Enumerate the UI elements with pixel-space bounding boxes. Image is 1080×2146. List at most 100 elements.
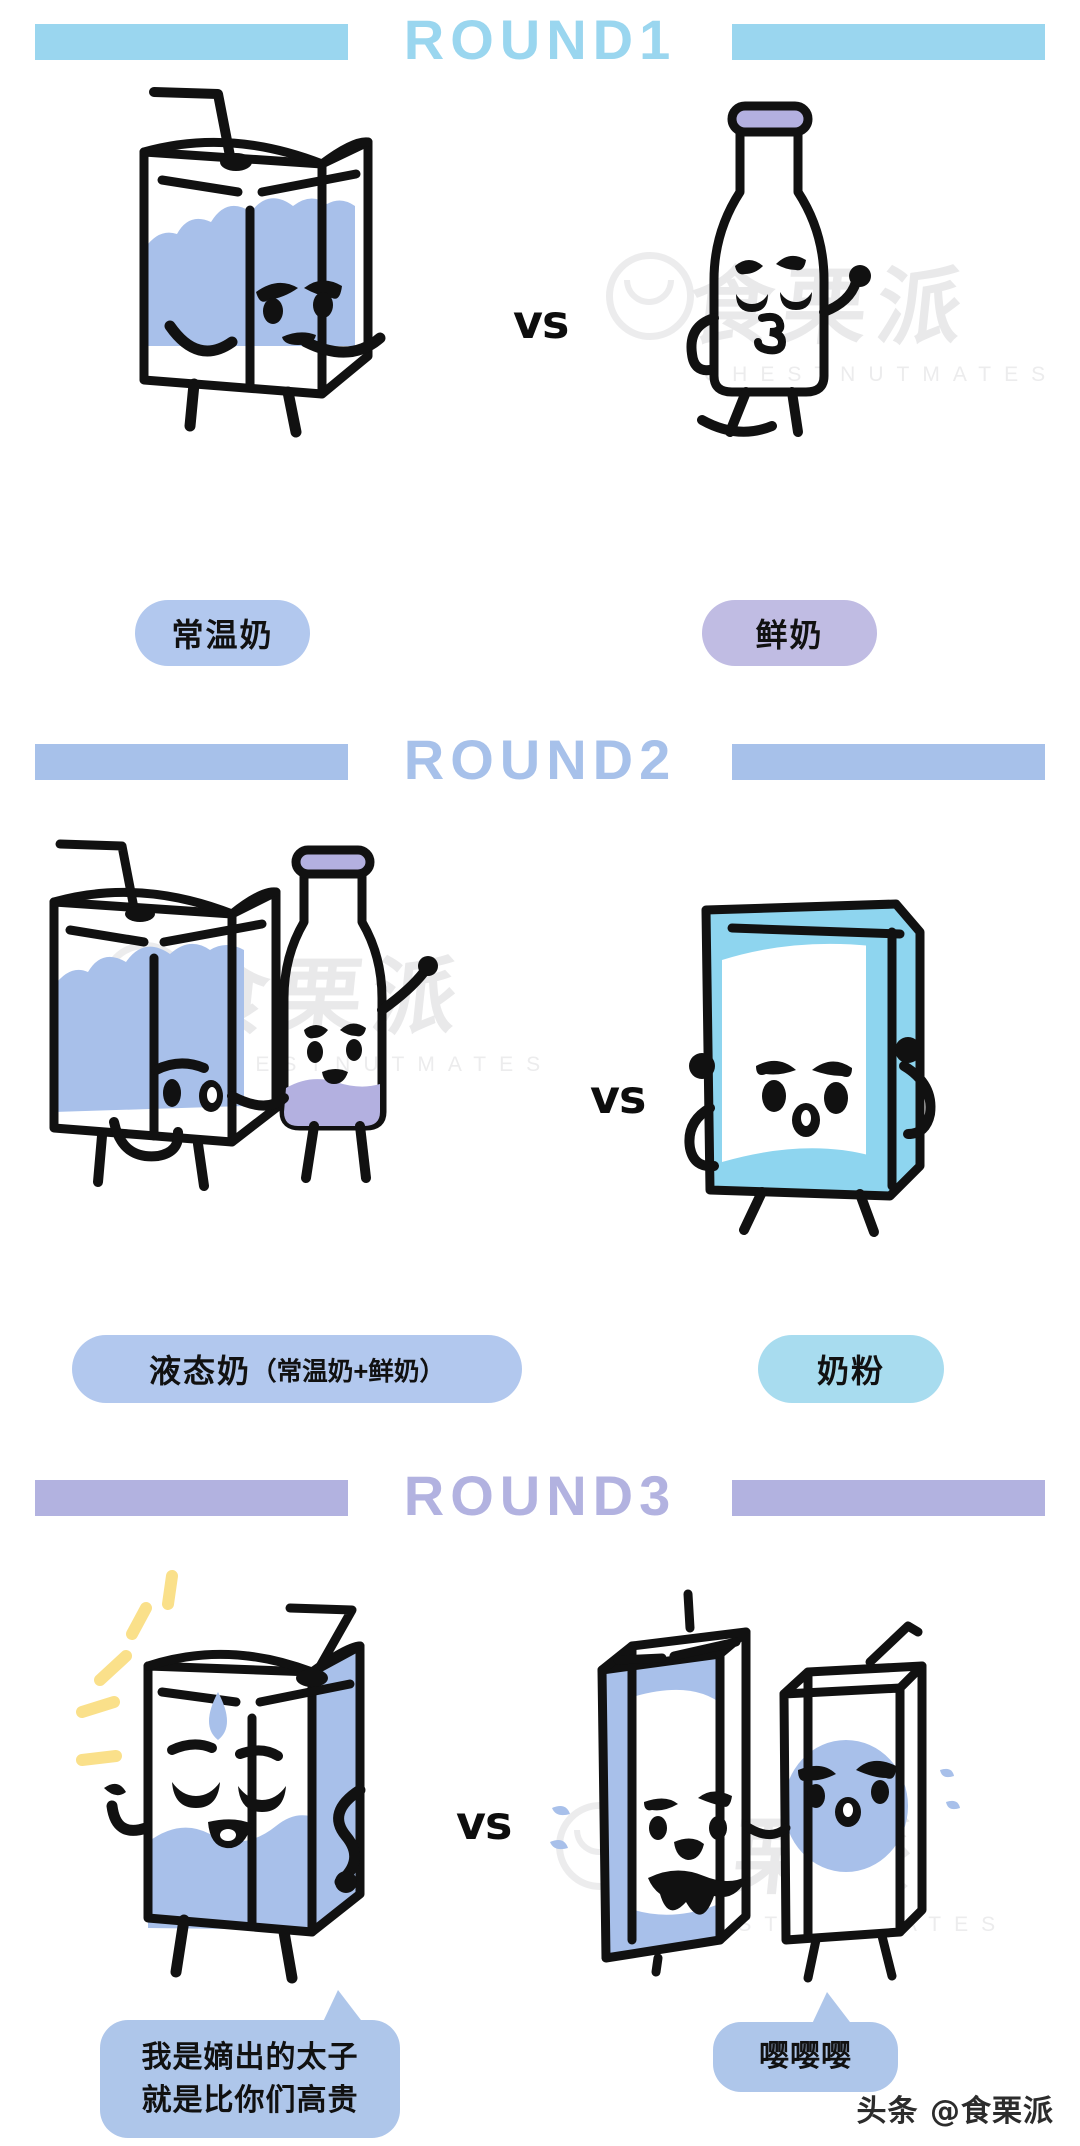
bottle-hand-right [418,956,438,976]
bag-outline [701,899,925,1201]
round2-left-label: 液态奶（常温奶+鲜奶） [72,1335,522,1403]
small-carton-straw [865,1621,923,1667]
eyebrow-right [698,1791,732,1807]
round3-vs-label: vs [456,1796,512,1850]
round3-title: ROUND3 [403,1464,677,1527]
eyebrow-left [756,1060,796,1075]
arm-right [899,1061,936,1139]
carton-leg-right [193,1139,209,1191]
mouth-three [754,312,787,355]
carton-top-front-edge [143,1649,317,1677]
carton-top-side-edge [317,137,373,169]
leg-left [184,378,200,432]
source-credit: 头条 @食栗派 [856,2094,1054,2129]
eyebrow-right [304,280,342,299]
round3-bar-left [35,1480,348,1516]
round1-right-label: 鲜奶 [702,600,877,666]
eyebrow-left [304,1025,328,1039]
carton-top-side-edge [227,887,281,919]
small-leg-left [803,1935,821,1983]
eye-left [807,1784,825,1808]
round2-bar-left [35,744,348,780]
carton-seam-right [159,919,267,947]
sparkle-1 [94,1650,132,1686]
leg-right [278,1926,298,1984]
round2-left-character [36,839,456,1191]
fist-left [689,1053,715,1079]
foot-swish [697,415,777,437]
bottle-cap [727,101,813,137]
small-carton-side [895,1661,927,1937]
arm-left [686,313,719,376]
arm-left [684,1103,719,1172]
hand-right [849,265,871,287]
bag-face-angry [756,1060,852,1137]
liquid-milk-pair-illustration [49,839,438,1191]
bottle-leg-right [355,1121,371,1183]
arm-left-curl [164,320,238,357]
round3-right-character [550,1589,990,1983]
big-leg-left [651,1953,663,1977]
round1-left-label: 常温奶 [135,600,310,666]
sparkle-4 [126,1602,152,1640]
bottle-cap [291,845,375,879]
eyebrow-right [812,1061,852,1077]
milk-bottle-fresh-illustration [686,101,871,437]
big-carton-white [628,1689,724,1915]
round2-right-label: 奶粉 [758,1335,944,1403]
milk-carton-ambient-illustration [139,87,386,438]
arm-right-zigzag [333,1784,366,1888]
milk-fill-front [148,1815,320,1930]
round2-left-label-sub: （常温奶+鲜奶） [250,1357,446,1386]
arm-right-curl [300,332,386,358]
eye-right [313,292,333,318]
big-carton-straw [683,1589,695,1633]
bottle-leg-left [301,1121,319,1183]
small-carton-top [779,1661,927,1699]
carton-side-fill [312,1646,360,1932]
round1-bar-left [35,24,348,60]
mouth-inner [801,1110,811,1126]
straw-hole [296,1669,328,1687]
sparkle-group [76,1570,178,1766]
eye-left [649,1816,667,1840]
bubble-line-2: 就是比你们高贵 [141,2084,359,2117]
carton-seam-left [157,1687,241,1707]
nose-mouth [674,1838,704,1860]
eyebrow-right [776,255,806,271]
leg-left [739,1187,767,1235]
carton-seam-left [65,925,149,947]
straw [149,87,235,161]
carton-seam-right [255,1679,355,1707]
bottle-arm-right [377,967,429,1015]
mouth-inner [843,1803,853,1817]
leg-right [787,387,803,437]
tear-3 [940,1768,954,1778]
round1-vs-label: vs [513,295,569,349]
big-carton-side [715,1627,751,1945]
round1-right-character [640,80,940,437]
round3-right-bubble: 嘤嘤嘤 [713,1992,898,2092]
round1-header: ROUND1 [0,6,1080,76]
eyebrow-left [256,282,298,302]
round1-left-character [110,80,440,438]
carton-leg-left [93,1131,107,1187]
straw-hole [125,906,155,922]
bubble-tail [322,1990,364,2024]
bubble-tail [811,1992,853,2026]
milk-powder-bag-illustration [684,899,936,1237]
small-carton-face-crying [798,1760,896,1827]
eye-left [307,1041,323,1063]
eyebrow-right [856,1760,896,1779]
fist-right [895,1037,921,1063]
round2-vs-label: vs [590,1070,646,1124]
straw [285,1603,357,1675]
hand-right [335,1871,357,1893]
arm-left [106,1800,152,1836]
round3-left-bubble: 我是嫡出的太子 就是比你们高贵 [100,1990,400,2138]
arms-linked [741,1821,791,1839]
bag-top-seal [727,923,905,939]
round3-bar-right [732,1480,1045,1516]
leg-left [725,387,751,437]
carton-top-front-edge [49,887,237,919]
